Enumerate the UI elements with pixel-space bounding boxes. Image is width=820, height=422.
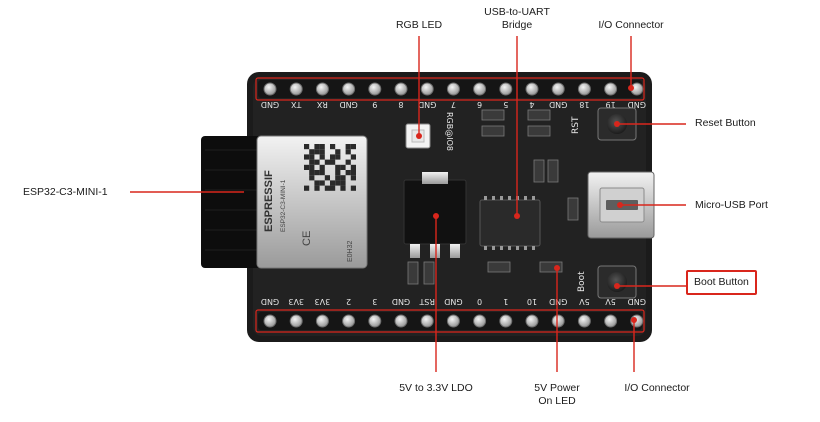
bottom-pin [420,314,434,328]
bottom-pin [604,314,618,328]
label-power-led-line1: 5V Power [534,382,580,394]
top-pin-label: RX [316,100,328,109]
top-pin-label: 6 [477,100,482,109]
bottom-pin-label: GND [444,297,462,306]
bottom-pin [525,314,539,328]
boot-button-cap [607,272,627,292]
callout-dots [416,85,637,323]
top-pin [315,82,329,96]
top-pin-label: 19 [606,100,616,109]
top-pin-label: 8 [398,100,403,109]
bottom-pin [289,314,303,328]
label-rgb-led: RGB LED [395,19,443,31]
label-micro-usb: Micro-USB Port [695,199,768,211]
bottom-pin [315,314,329,328]
top-pin-label: 7 [451,100,456,109]
bottom-pin [263,314,277,328]
module-brand: ESPRESSIF [263,170,275,232]
bottom-pin-label: GND [392,297,410,306]
bottom-pin-label: RST [419,297,435,306]
label-usb-uart-line2: Bridge [501,19,533,31]
top-pin-label: 18 [579,100,589,109]
label-power-led: 5V Power On LED [522,382,592,408]
top-pin [420,82,434,96]
top-pin-label: GND [418,100,436,109]
chip-mark: E0H32 [347,240,354,262]
bottom-pin-label: 3V3 [315,297,331,306]
bottom-pin [368,314,382,328]
label-ldo: 5V to 3.3V LDO [399,382,473,394]
module-antenna [201,136,261,268]
top-pin [394,82,408,96]
top-pin-label: GND [549,100,567,109]
top-pin [551,82,565,96]
top-pin [342,82,356,96]
top-pin-label: GND [339,100,357,109]
bottom-pin [551,314,565,328]
module-model: ESP32-C3-MINI-1 [280,179,287,232]
bottom-pin-label: GND [261,297,279,306]
rst-silk: RST [571,116,581,134]
bottom-pin-label: 5V [579,297,590,306]
top-pin [473,82,487,96]
io-bottom-highlight [255,309,645,333]
bottom-pin-label: GND [628,297,646,306]
bottom-pin-label: 5V [605,297,616,306]
boot-silk: Boot [577,271,587,292]
top-pin [263,82,277,96]
bottom-pin-label: 0 [477,297,482,306]
label-io-top: I/O Connector [598,19,664,31]
ldo-regulator [403,179,467,245]
bottom-pin [394,314,408,328]
svg-text:CE: CE [301,231,313,246]
top-pin [525,82,539,96]
label-power-led-line2: On LED [538,395,576,407]
label-usb-uart-line1: USB-to-UART [484,6,550,18]
label-usb-uart: USB-to-UART Bridge [476,6,558,32]
top-pin [604,82,618,96]
bottom-pin [446,314,460,328]
label-reset-button: Reset Button [695,117,756,129]
bottom-pin-label: 3V3 [288,297,304,306]
qr-code [304,144,356,191]
bottom-pin-label: 2 [346,297,351,306]
rgb-silk: RGB@IO8 [445,112,454,151]
bottom-pin [342,314,356,328]
top-pin [289,82,303,96]
bottom-pin [577,314,591,328]
top-pin-label: 9 [372,100,377,109]
top-pin [499,82,513,96]
bottom-pin-label: 3 [372,297,377,306]
label-boot-button: Boot Button [686,270,757,295]
top-pin-label: GND [261,100,279,109]
label-io-bottom: I/O Connector [624,382,690,394]
bottom-pin [499,314,513,328]
callout-lines [130,36,686,372]
bottom-pin [473,314,487,328]
top-pin [368,82,382,96]
bottom-pin-label: 10 [527,297,537,306]
top-pin [446,82,460,96]
top-pin-label: TX [291,100,303,109]
bottom-pin-label: GND [549,297,567,306]
top-pin-label: 5 [503,100,508,109]
io-top-highlight [255,77,645,101]
top-pin-label: 4 [529,100,534,109]
top-pin [577,82,591,96]
bottom-pin-label: 1 [503,297,508,306]
top-pin-label: GND [628,100,646,109]
usb-uart-chip [479,199,541,247]
label-esp-module: ESP32-C3-MINI-1 [23,186,108,198]
